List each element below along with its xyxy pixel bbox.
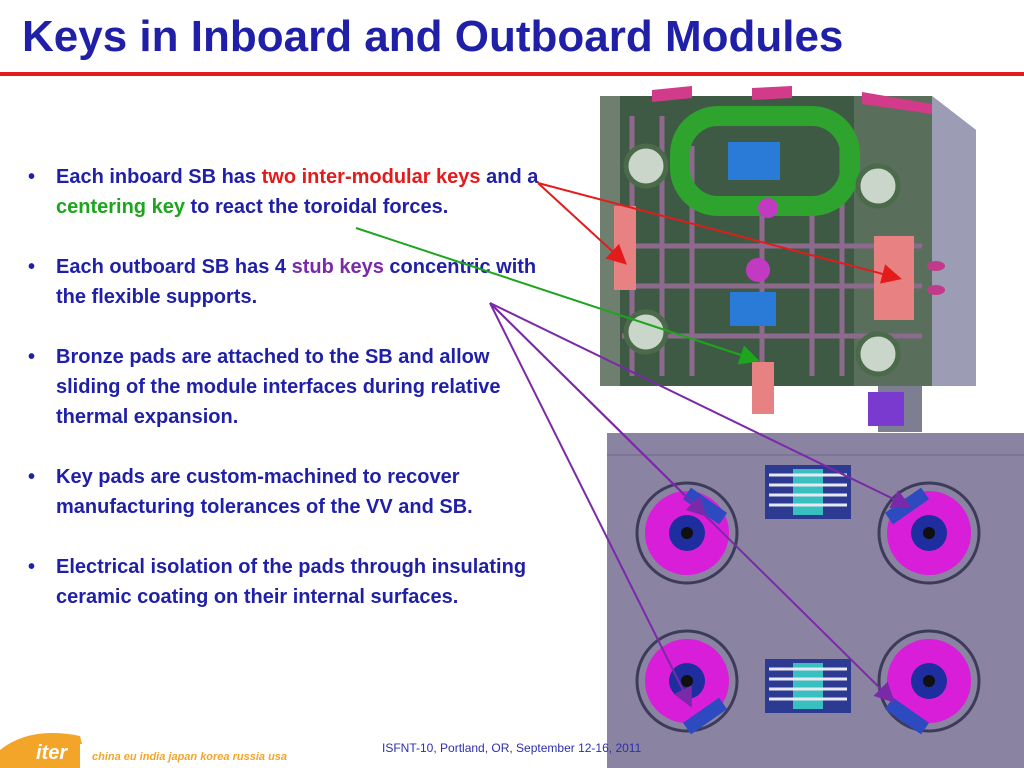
bullet-text-part: Each inboard SB has bbox=[56, 166, 262, 188]
conference-footer: ISFNT-10, Portland, OR, September 12-16,… bbox=[382, 741, 642, 755]
bullet-text: Bronze pads are attached to the SB and a… bbox=[56, 346, 501, 428]
connector-assembly-bottom bbox=[765, 659, 851, 713]
inter-modular-key-left bbox=[614, 206, 636, 290]
magenta-boss-upper bbox=[758, 198, 778, 218]
bullet-text: Key pads are custom-machined to recover … bbox=[56, 466, 473, 518]
blue-connector-middle bbox=[730, 292, 776, 326]
slide-title: Keys in Inboard and Outboard Modules bbox=[22, 12, 844, 61]
bullet-dot: • bbox=[28, 466, 36, 488]
module-side-face bbox=[932, 96, 976, 386]
centering-key bbox=[752, 362, 774, 414]
bullet-text-part: Each outboard SB has 4 bbox=[56, 256, 292, 278]
bullet-text: Each outboard SB has 4 stub keys concent… bbox=[56, 256, 536, 308]
iter-logo-swoosh bbox=[0, 733, 88, 768]
bullet-item: • Bronze pads are attached to the SB and… bbox=[26, 342, 556, 432]
bullet-text-part: and a bbox=[480, 166, 539, 188]
flexible-support-hole bbox=[623, 143, 669, 189]
bullet-item: • Each outboard SB has 4 stub keys conce… bbox=[26, 252, 556, 312]
iter-logo-banner bbox=[0, 733, 330, 768]
iter-partners-text: china eu india japan korea russia usa bbox=[92, 751, 288, 763]
bullet-dot: • bbox=[28, 166, 36, 188]
stub-key-top-left bbox=[635, 481, 739, 585]
bullet-text: Each inboard SB has two inter-modular ke… bbox=[56, 166, 538, 218]
top-markings bbox=[652, 86, 932, 114]
blue-connector-top bbox=[728, 142, 780, 180]
magenta-boss-lower bbox=[746, 258, 770, 282]
flexible-support-hole bbox=[855, 331, 901, 377]
bullet-item: • Key pads are custom-machined to recove… bbox=[26, 462, 556, 522]
bullet-text: Electrical isolation of the pads through… bbox=[56, 556, 527, 608]
partners-banner bbox=[80, 744, 330, 768]
flexible-support-hole bbox=[855, 163, 901, 209]
inter-modular-keys-highlight: two inter-modular keys bbox=[261, 166, 481, 188]
bolt-head bbox=[927, 261, 945, 271]
inter-modular-key-right bbox=[874, 236, 914, 320]
bullet-dot: • bbox=[28, 346, 36, 368]
flexible-support-hole bbox=[623, 309, 669, 355]
bullet-list: • Each inboard SB has two inter-modular … bbox=[26, 162, 556, 642]
title-divider bbox=[0, 72, 1024, 76]
connector-assembly-top bbox=[765, 465, 851, 519]
bolt-head bbox=[927, 285, 945, 295]
bullet-text-part: to react the toroidal forces. bbox=[184, 196, 449, 218]
stub-key-top-right bbox=[877, 481, 981, 585]
stub-keys-highlight: stub keys bbox=[291, 256, 384, 278]
centering-key-highlight: centering key bbox=[56, 196, 185, 218]
stub-key-bottom-right bbox=[877, 629, 981, 735]
bullet-dot: • bbox=[28, 256, 36, 278]
bullet-dot: • bbox=[28, 556, 36, 578]
outboard-stub-keys-image bbox=[607, 433, 1024, 768]
bullet-item: • Electrical isolation of the pads throu… bbox=[26, 552, 556, 612]
inboard-module-model-image bbox=[600, 86, 976, 432]
purple-block bbox=[868, 392, 904, 426]
bullet-item: • Each inboard SB has two inter-modular … bbox=[26, 162, 556, 222]
iter-logo-text: iter bbox=[36, 742, 68, 764]
